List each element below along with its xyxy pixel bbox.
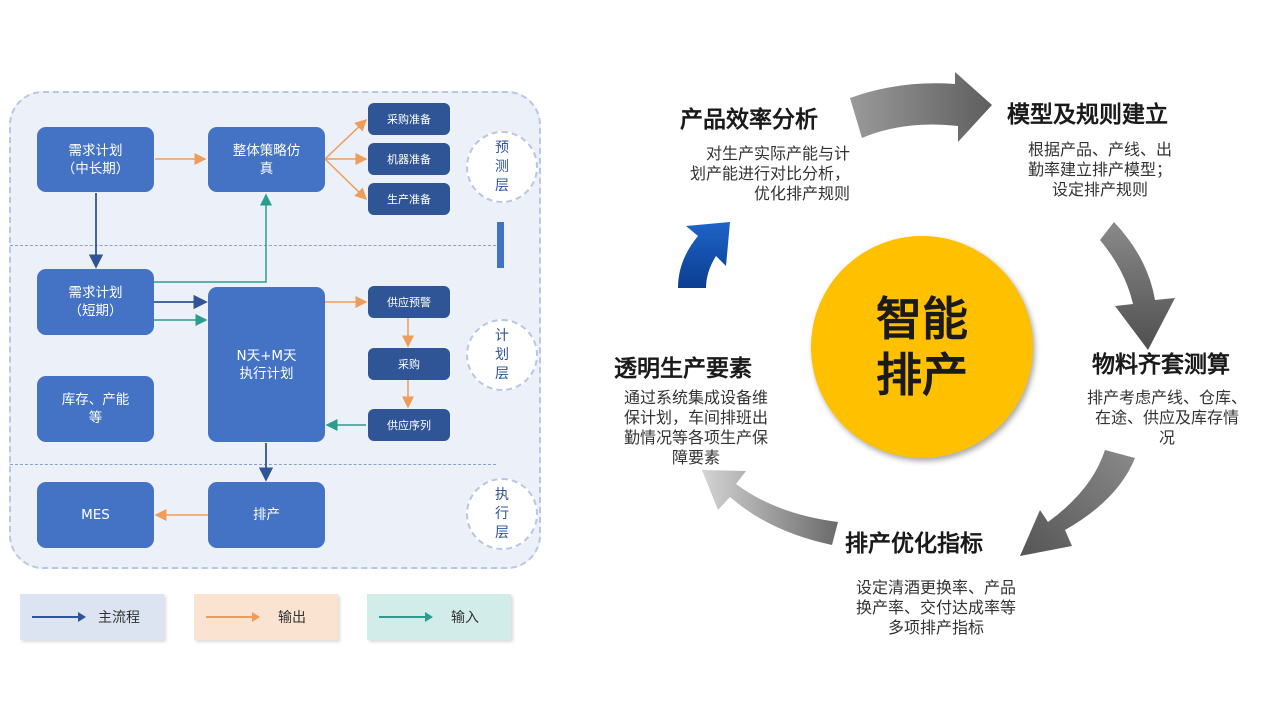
supply-warning-box: 供应预警 xyxy=(368,286,450,318)
input-arrow xyxy=(154,193,272,283)
step-title-efficiency: 产品效率分析 xyxy=(680,107,818,133)
execute-layer-label: 执 行 层 xyxy=(466,478,538,550)
cycle-arrow-bottom-right xyxy=(1020,450,1135,556)
step-title-material: 物料齐套测算 xyxy=(1092,352,1230,378)
cycle-arrow-left xyxy=(678,222,730,288)
smart-scheduling-center: 智能 排产 xyxy=(811,236,1033,458)
purchase-box: 采购 xyxy=(368,348,450,380)
legend-output: 输出 xyxy=(194,594,338,640)
supply-sequence-box: 供应序列 xyxy=(368,409,450,441)
layer-divider xyxy=(10,464,496,465)
legend-main-flow-label: 主流程 xyxy=(98,610,140,626)
forecast-layer-label: 预 测 层 xyxy=(466,131,538,203)
strategy-simulation-box: 整体策略仿 真 xyxy=(208,127,325,192)
output-arrow xyxy=(324,118,368,160)
step-title-indicators: 排产优化指标 xyxy=(845,531,983,557)
step-title-model: 模型及规则建立 xyxy=(1007,102,1168,128)
step-desc-model: 根据产品、产线、出 勤率建立排产模型； 设定排产规则 xyxy=(1027,140,1172,199)
machine-prep-box: 机器准备 xyxy=(368,143,450,175)
output-legend-arrow xyxy=(206,612,260,622)
legend-main-flow: 主流程 xyxy=(20,594,164,640)
procurement-prep-box: 采购准备 xyxy=(368,103,450,135)
cycle-arrow-right xyxy=(1100,222,1175,350)
execution-plan-box: N天+M天 执行计划 xyxy=(208,287,325,442)
demand-plan-mid-long-box: 需求计划 （中长期） xyxy=(37,127,154,192)
step-desc-efficiency: 对生产实际产能与计 划产能进行对比分析， 优化排产规则 xyxy=(689,144,850,203)
legend-input-label: 输入 xyxy=(451,610,479,626)
cycle-arrow-bottom-left xyxy=(702,470,838,545)
legend-input: 输入 xyxy=(367,594,511,640)
step-desc-material: 排产考虑产线、仓库、 在途、供应及库存情 况 xyxy=(1086,388,1247,447)
output-arrow xyxy=(324,158,368,201)
production-prep-box: 生产准备 xyxy=(368,183,450,215)
input-legend-arrow xyxy=(379,612,433,622)
mes-box: MES xyxy=(37,482,154,548)
scheduling-box: 排产 xyxy=(208,482,325,548)
plan-layer-label: 计 划 层 xyxy=(466,319,538,391)
demand-plan-short-box: 需求计划 （短期） xyxy=(37,269,154,335)
step-desc-indicators: 设定清酒更换率、产品 换产率、交付达成率等 多项排产指标 xyxy=(855,578,1016,637)
inventory-capacity-box: 库存、产能 等 xyxy=(37,376,154,442)
step-title-transparency: 透明生产要素 xyxy=(614,356,752,382)
legend-output-label: 输出 xyxy=(278,610,306,626)
step-desc-transparency: 通过系统集成设备维 保计划，车间排班出 勤情况等各项生产保 障要素 xyxy=(623,388,768,467)
main-flow-legend-arrow xyxy=(32,612,86,622)
cycle-arrows xyxy=(678,72,1175,556)
layer-divider xyxy=(10,245,496,246)
flow-connectors xyxy=(88,118,414,521)
panel-tab xyxy=(497,222,504,268)
cycle-arrow-top xyxy=(850,72,992,142)
